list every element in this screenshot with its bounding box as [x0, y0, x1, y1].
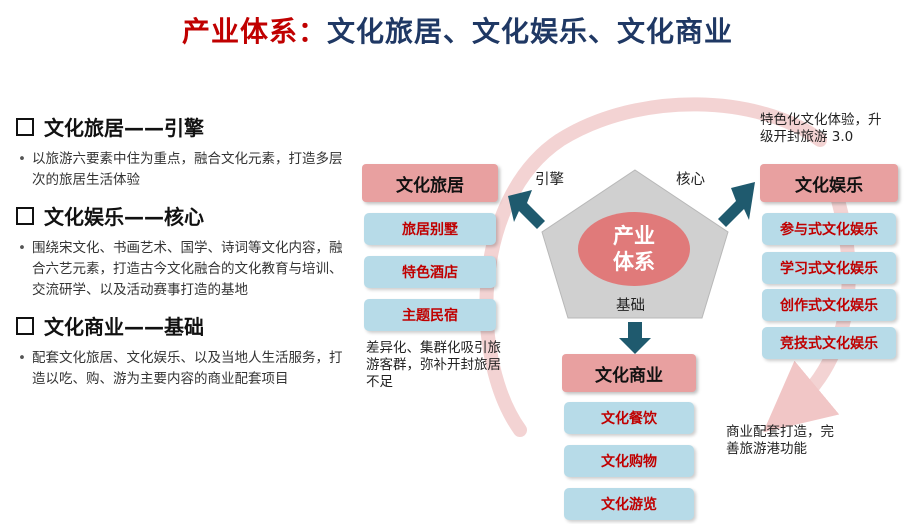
left-panel: 文化旅居——引擎 • 以旅游六要素中住为重点，融合文化元素，打造多层次的旅居生活体…: [16, 112, 346, 400]
bullet-icon: •: [18, 240, 26, 256]
arrow-to-lodging-icon: [508, 190, 545, 229]
base-label: 基础: [616, 298, 645, 314]
core-label: 核心: [676, 172, 705, 188]
checkbox-icon: [16, 206, 34, 225]
section-text: 以旅游六要素中住为重点，融合文化元素，打造多层次的旅居生活体验: [32, 151, 343, 188]
title-main: 文化旅居、文化娱乐、文化商业: [327, 15, 734, 48]
page-title: 产业体系：文化旅居、文化娱乐、文化商业: [0, 10, 915, 50]
section-heading: 文化商业——基础: [44, 315, 204, 339]
checkbox-icon: [16, 117, 34, 136]
section-heading: 文化娱乐——核心: [44, 205, 204, 229]
core-circle: 产业体系: [578, 212, 690, 286]
commerce-item: 文化游览: [564, 488, 694, 520]
entertainment-note: 特色化文化体验，升级开封旅游 3.0: [760, 112, 882, 145]
section-commerce: 文化商业——基础 • 配套文化旅居、文化娱乐、以及当地人生活服务，打造以吃、购、游…: [16, 311, 346, 390]
section-heading: 文化旅居——引擎: [44, 116, 204, 140]
ring-segment-top: [479, 97, 827, 437]
commerce-item: 文化餐饮: [564, 402, 694, 434]
engine-label: 引擎: [535, 172, 564, 188]
commerce-note: 商业配套打造，完善旅游港功能: [726, 424, 834, 457]
arrow-to-entertainment-icon: [718, 182, 755, 227]
lodging-note: 差异化、集群化吸引旅游客群，弥补开封旅居不足: [366, 340, 501, 390]
bullet-icon: •: [18, 350, 26, 366]
section-text: 围绕宋文化、书画艺术、国学、诗词等文化内容，融合六艺元素，打造古今文化融合的文化…: [32, 240, 343, 298]
section-text: 配套文化旅居、文化娱乐、以及当地人生活服务，打造以吃、购、游为主要内容的商业配套…: [32, 350, 343, 387]
section-entertainment: 文化娱乐——核心 • 围绕宋文化、书画艺术、国学、诗词等文化内容，融合六艺元素，打…: [16, 201, 346, 301]
title-prefix: 产业体系：: [181, 15, 327, 48]
lodging-item: 旅居别墅: [364, 213, 496, 245]
bullet-icon: •: [18, 151, 26, 167]
commerce-header: 文化商业: [562, 354, 696, 392]
entertainment-item: 学习式文化娱乐: [762, 252, 896, 284]
entertainment-item: 竞技式文化娱乐: [762, 327, 896, 359]
commerce-item: 文化购物: [564, 445, 694, 477]
lodging-item: 主题民宿: [364, 299, 496, 331]
lodging-header: 文化旅居: [362, 164, 498, 202]
section-lodging: 文化旅居——引擎 • 以旅游六要素中住为重点，融合文化元素，打造多层次的旅居生活体…: [16, 112, 346, 191]
entertainment-item: 参与式文化娱乐: [762, 213, 896, 245]
checkbox-icon: [16, 316, 34, 335]
arrow-to-commerce-icon: [619, 322, 651, 354]
lodging-item: 特色酒店: [364, 256, 496, 288]
entertainment-header: 文化娱乐: [760, 164, 898, 202]
entertainment-item: 创作式文化娱乐: [762, 289, 896, 321]
